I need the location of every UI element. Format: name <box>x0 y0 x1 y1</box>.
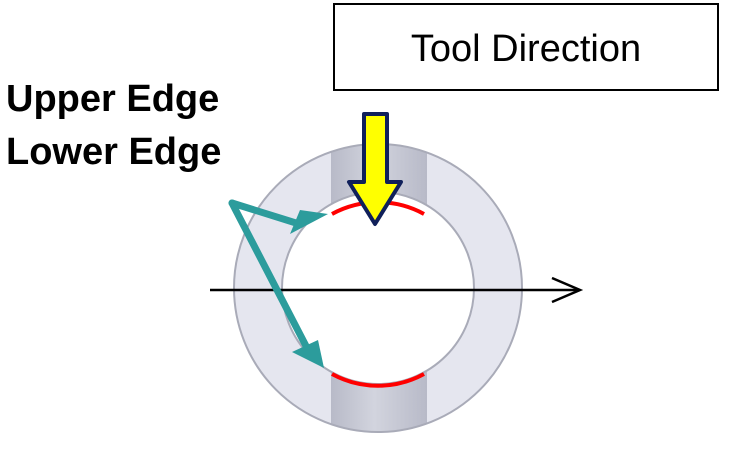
lower-edge-pointer <box>228 199 310 350</box>
pointer-arrows <box>228 199 328 368</box>
tool-direction-box: Tool Direction <box>333 3 719 91</box>
arrow-down-icon <box>347 112 403 226</box>
tool-direction-label: Tool Direction <box>411 28 641 70</box>
upper-edge-pointer-head <box>290 210 328 234</box>
lower-edge-label: Lower Edge <box>6 131 221 173</box>
lower-edge-arc <box>331 372 425 388</box>
arrow-right-icon <box>210 276 584 304</box>
upper-edge-label: Upper Edge <box>6 78 219 120</box>
lower-edge-pointer-head <box>292 340 324 368</box>
upper-edge-pointer <box>228 199 300 227</box>
